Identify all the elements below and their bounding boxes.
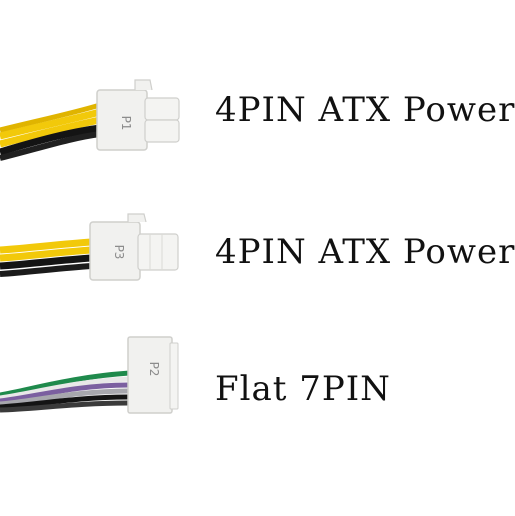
p2-wires — [0, 370, 131, 413]
p1-id-label: P1 — [119, 116, 133, 131]
connector-row-p1: P1 4PIN ATX Power — [0, 60, 514, 170]
connector-row-p2: P2 Flat 7PIN — [0, 325, 500, 425]
p1-connector-body: P1 — [96, 79, 180, 151]
p1-wires — [0, 102, 101, 161]
connector-p2-image: P2 — [0, 336, 179, 414]
p3-caption: 4PIN ATX Power — [215, 232, 515, 272]
connector-p3-image: P3 — [0, 213, 179, 281]
p3-wires — [0, 238, 93, 277]
p1-caption: 4PIN ATX Power — [215, 90, 515, 130]
connector-p1-image: P1 — [0, 79, 180, 161]
p2-caption: Flat 7PIN — [215, 369, 391, 409]
p3-connector-body: P3 — [89, 213, 179, 281]
connector-row-p3: P3 4PIN ATX Power — [0, 200, 514, 300]
p2-id-label: P2 — [147, 362, 161, 377]
p3-id-label: P3 — [112, 245, 126, 260]
p2-connector-body: P2 — [127, 336, 179, 414]
